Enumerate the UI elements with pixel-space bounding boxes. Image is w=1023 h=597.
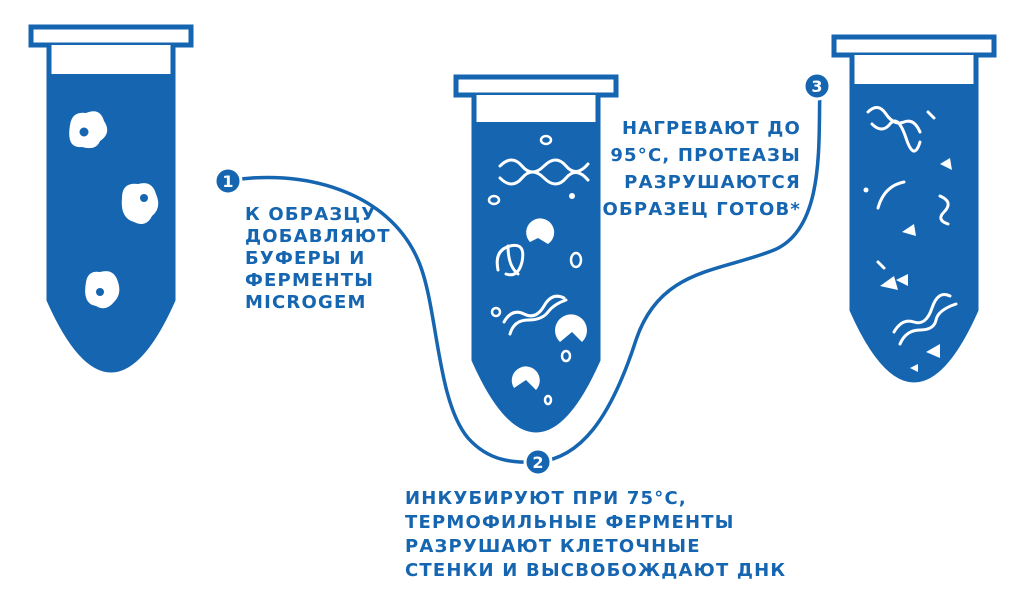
process-path xyxy=(226,84,822,464)
step-marker-3: 3 xyxy=(802,71,832,101)
cell-fragment-icon xyxy=(487,134,587,406)
tube-2 xyxy=(453,74,619,433)
dna-fragment-icon xyxy=(866,106,958,346)
step-2-line: ИНКУБИРУЮТ ПРИ 75°С, xyxy=(405,488,687,509)
step-2-line: СТЕНКИ И ВЫСВОБОЖДАЮТ ДНК xyxy=(405,560,787,581)
step-3-line: НАГРЕВАЮТ ДО xyxy=(621,118,801,139)
cell-icon xyxy=(85,271,120,309)
tube-1-liquid xyxy=(49,74,173,370)
step-1-line: ДОБАВЛЯЮТ xyxy=(245,226,391,247)
step-marker-2: 2 xyxy=(523,447,553,477)
step-3-description: НАГРЕВАЮТ ДО 95°С, ПРОТЕАЗЫ РАЗРУШАЮТСЯ … xyxy=(603,115,801,223)
cell-icon xyxy=(69,111,108,149)
tube-1 xyxy=(28,24,194,373)
step-2-line: РАЗРУШАЮТ КЛЕТОЧНЫЕ xyxy=(405,536,701,557)
step-1-line: К ОБРАЗЦУ xyxy=(245,204,377,225)
step-1-line: MICROGEM xyxy=(245,292,367,313)
step-number-2: 2 xyxy=(532,453,543,472)
tube-3-cap xyxy=(831,34,997,58)
step-2-description: ИНКУБИРУЮТ ПРИ 75°С, ТЕРМОФИЛЬНЫЕ ФЕРМЕН… xyxy=(405,487,786,583)
step-3-line: 95°С, ПРОТЕАЗЫ xyxy=(610,145,801,166)
step-2-line: ТЕРМОФИЛЬНЫЕ ФЕРМЕНТЫ xyxy=(405,512,735,533)
cell-icon xyxy=(121,183,159,224)
step-3-line: РАЗРУШАЮТСЯ xyxy=(624,172,801,193)
tube-2-liquid xyxy=(474,122,598,430)
step-1-description: К ОБРАЗЦУ ДОБАВЛЯЮТ БУФЕРЫ И ФЕРМЕНТЫ MI… xyxy=(245,204,391,314)
tube-2-cap xyxy=(453,74,619,98)
cell-fragment-icon xyxy=(863,158,952,372)
tube-1-cap xyxy=(28,24,194,48)
step-marker-1: 1 xyxy=(213,166,243,196)
step-1-line: ФЕРМЕНТЫ xyxy=(245,270,375,291)
dna-icon xyxy=(495,158,590,336)
step-number-1: 1 xyxy=(222,172,233,191)
tube-3 xyxy=(831,34,997,383)
step-1-line: БУФЕРЫ И xyxy=(245,248,366,269)
step-number-3: 3 xyxy=(811,77,822,96)
step-3-line: ОБРАЗЕЦ ГОТОВ* xyxy=(602,199,801,220)
